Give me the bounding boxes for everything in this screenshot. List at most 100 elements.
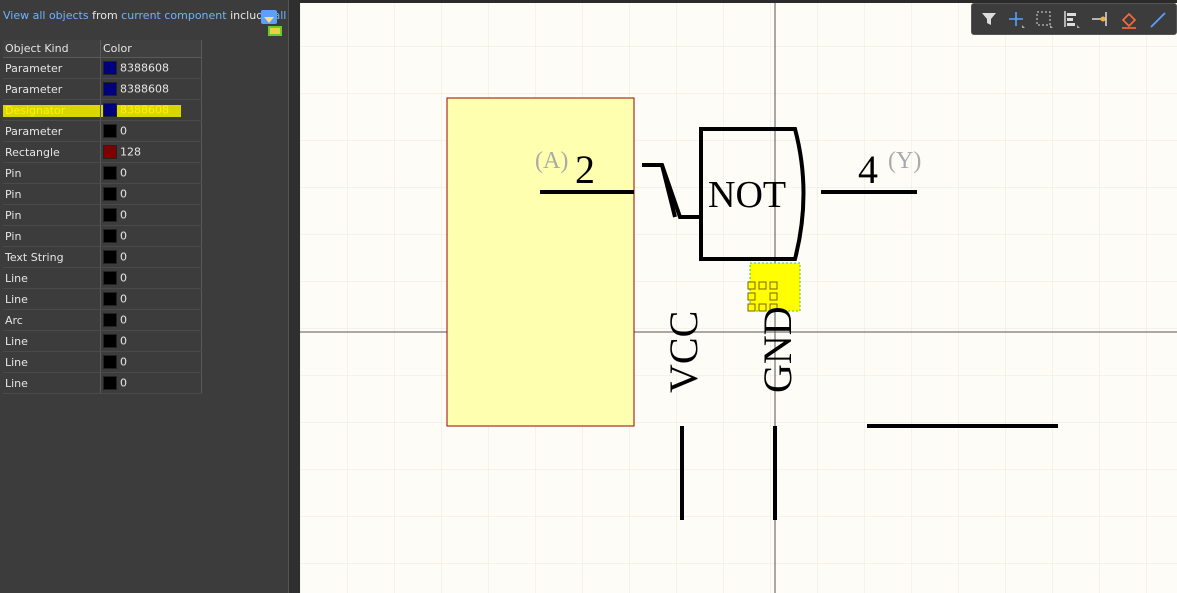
pin-out-number: 4	[858, 147, 878, 192]
pin-out-name: (Y)	[888, 148, 921, 174]
color-cell[interactable]: 0	[100, 204, 202, 226]
object-kind-cell[interactable]: Line	[3, 330, 101, 352]
table-row[interactable]: Pin 0	[3, 183, 202, 205]
color-cell[interactable]: 0	[100, 246, 202, 268]
color-cell[interactable]: 0	[100, 120, 202, 142]
color-cell[interactable]: 8388608	[100, 99, 202, 121]
canvas-toolbar	[971, 3, 1177, 35]
color-value: 0	[120, 208, 127, 222]
color-cell[interactable]: 0	[100, 372, 202, 394]
gate-outline[interactable]	[699, 127, 806, 261]
grid-background	[300, 3, 1177, 593]
color-swatch	[103, 124, 117, 138]
object-kind-cell[interactable]: Pin	[3, 225, 101, 247]
object-kind-cell[interactable]: Text String	[3, 246, 101, 268]
color-swatch	[103, 313, 117, 327]
table-row[interactable]: Line 0	[3, 288, 202, 310]
table-row[interactable]: Line 0	[3, 330, 202, 352]
eraser-icon[interactable]	[1118, 8, 1140, 30]
add-icon[interactable]	[1005, 8, 1027, 30]
color-swatch	[103, 271, 117, 285]
color-cell[interactable]: 0	[100, 267, 202, 289]
filter-text: View all objects from current component …	[3, 9, 300, 22]
color-cell[interactable]: 8388608	[100, 57, 202, 79]
color-value: 8388608	[120, 103, 169, 117]
pin-in-name: (A)	[535, 148, 568, 174]
color-cell[interactable]: 0	[100, 162, 202, 184]
color-cell[interactable]: 0	[100, 351, 202, 373]
object-kind-cell[interactable]: Parameter	[3, 120, 101, 142]
color-swatch	[103, 292, 117, 306]
color-swatch	[103, 208, 117, 222]
object-kind-cell[interactable]: Line	[3, 351, 101, 373]
pin-icon[interactable]	[1089, 8, 1111, 30]
color-cell[interactable]: 8388608	[100, 78, 202, 100]
filter-bar: View all objects from current component …	[0, 0, 300, 40]
filter-icon[interactable]	[978, 8, 1000, 30]
color-cell[interactable]: 128	[100, 141, 202, 163]
color-value: 0	[120, 271, 127, 285]
column-header-object-kind[interactable]: Object Kind	[3, 40, 101, 58]
color-cell[interactable]: 0	[100, 225, 202, 247]
align-icon[interactable]	[1060, 8, 1082, 30]
object-kind-cell[interactable]: Line	[3, 372, 101, 394]
inverter-input-diagonal[interactable]	[660, 164, 677, 218]
column-header-color[interactable]: Color	[100, 40, 202, 58]
color-swatch	[103, 355, 117, 369]
properties-panel: View all objects from current component …	[0, 0, 300, 593]
object-kind-cell[interactable]: Pin	[3, 204, 101, 226]
color-cell[interactable]: 0	[100, 288, 202, 310]
color-value: 8388608	[120, 82, 169, 96]
color-cell[interactable]: 0	[100, 330, 202, 352]
object-kind-cell[interactable]: Arc	[3, 309, 101, 331]
color-value: 128	[120, 145, 141, 159]
schematic-canvas[interactable]: (A) 2 NOT 4 (Y) VCC GND	[300, 3, 1177, 593]
color-value: 0	[120, 355, 127, 369]
color-swatch	[103, 166, 117, 180]
table-row[interactable]: Line 0	[3, 267, 202, 289]
color-value: 0	[120, 334, 127, 348]
color-value: 0	[120, 292, 127, 306]
panel-scrollbar[interactable]	[288, 0, 300, 593]
object-kind-cell[interactable]: Line	[3, 288, 101, 310]
table-row[interactable]: Parameter 0	[3, 120, 202, 142]
vcc-label: VCC	[661, 311, 706, 393]
color-value: 0	[120, 124, 127, 138]
table-row[interactable]: Pin 0	[3, 204, 202, 226]
filter-source-link[interactable]: current component	[121, 9, 227, 22]
table-row[interactable]: Parameter 8388608	[3, 57, 202, 79]
object-kind-cell[interactable]: Rectangle	[3, 141, 101, 163]
color-cell[interactable]: 0	[100, 309, 202, 331]
object-kind-cell[interactable]: Pin	[3, 183, 101, 205]
object-kind-cell[interactable]: Line	[3, 267, 101, 289]
selection-grips[interactable]	[747, 281, 778, 312]
select-rect-icon[interactable]	[1033, 8, 1055, 30]
table-row[interactable]: Designator 8388608	[3, 99, 202, 121]
object-kind-cell[interactable]: Designator	[3, 99, 101, 121]
color-swatch	[103, 103, 117, 117]
filter-scope-link[interactable]: View all objects	[3, 9, 89, 22]
table-row[interactable]: Text String 0	[3, 246, 202, 268]
color-value: 0	[120, 187, 127, 201]
inverter-input-stroke[interactable]	[642, 163, 701, 219]
object-kind-cell[interactable]: Parameter	[3, 78, 101, 100]
color-value: 0	[120, 166, 127, 180]
table-row[interactable]: Line 0	[3, 351, 202, 373]
color-value: 0	[120, 229, 127, 243]
line-icon[interactable]	[1147, 8, 1169, 30]
table-row[interactable]: Rectangle 128	[3, 141, 202, 163]
color-value: 8388608	[120, 61, 169, 75]
funnel-filter-icon[interactable]	[258, 8, 284, 36]
color-cell[interactable]: 0	[100, 183, 202, 205]
object-kind-cell[interactable]: Pin	[3, 162, 101, 184]
color-value: 0	[120, 250, 127, 264]
table-row[interactable]: Parameter 8388608	[3, 78, 202, 100]
table-row[interactable]: Pin 0	[3, 225, 202, 247]
table-row[interactable]: Pin 0	[3, 162, 202, 184]
color-swatch	[103, 229, 117, 243]
object-kind-cell[interactable]: Parameter	[3, 57, 101, 79]
component-body-rectangle[interactable]	[446, 97, 635, 427]
